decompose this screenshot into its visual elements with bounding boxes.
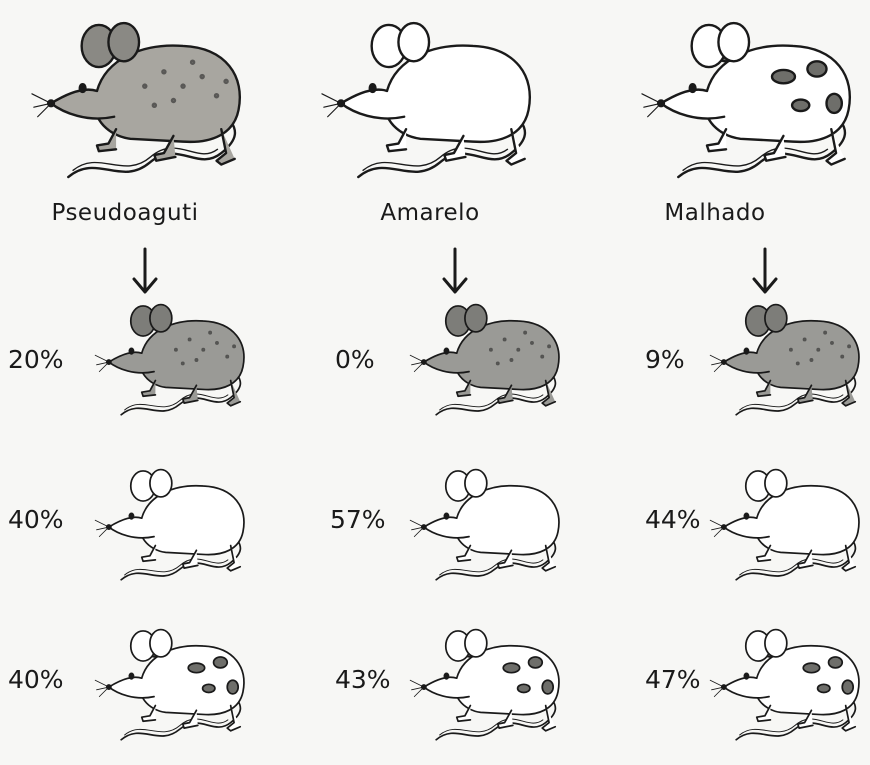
offspring-mouse-icon [705, 460, 870, 590]
mouse-icon [705, 620, 870, 750]
offspring-percent: 20% [8, 345, 64, 374]
offspring-percent: 9% [645, 345, 685, 374]
column-amarelo: Amarelo 0% 57% [290, 0, 580, 765]
down-arrow-icon [130, 247, 160, 295]
mouse-icon [85, 460, 260, 590]
mouse-icon [320, 8, 540, 193]
offspring-percent: 0% [335, 345, 375, 374]
offspring-mouse-icon [705, 295, 870, 425]
down-arrow-icon [440, 247, 470, 295]
mouse-icon [30, 8, 250, 193]
down-arrow-icon [750, 247, 780, 295]
mouse-icon [400, 460, 575, 590]
offspring-percent: 44% [645, 505, 701, 534]
column-pseudoaguti: Pseudoaguti 20% 40% [0, 0, 290, 765]
offspring-mouse-icon [400, 295, 575, 425]
mouse-icon [85, 620, 260, 750]
mouse-icon [705, 460, 870, 590]
offspring-percent: 47% [645, 665, 701, 694]
offspring-percent: 57% [330, 505, 386, 534]
mouse-icon [85, 295, 260, 425]
column-malhado: Malhado 9% 44% [580, 0, 870, 765]
offspring-percent: 40% [8, 505, 64, 534]
offspring-mouse-icon [85, 460, 260, 590]
offspring-mouse-icon [400, 620, 575, 750]
parent-label: Pseudoaguti [0, 200, 270, 226]
mouse-icon [400, 295, 575, 425]
parent-label: Amarelo [285, 200, 575, 226]
mouse-icon [640, 8, 860, 193]
parent-mouse-icon [640, 8, 860, 193]
mouse-icon [400, 620, 575, 750]
offspring-mouse-icon [705, 620, 870, 750]
offspring-mouse-icon [400, 460, 575, 590]
mouse-icon [705, 295, 870, 425]
parent-mouse-icon [30, 8, 250, 193]
offspring-percent: 40% [8, 665, 64, 694]
offspring-mouse-icon [85, 620, 260, 750]
offspring-mouse-icon [85, 295, 260, 425]
offspring-percent: 43% [335, 665, 391, 694]
parent-mouse-icon [320, 8, 540, 193]
parent-label: Malhado [570, 200, 860, 226]
